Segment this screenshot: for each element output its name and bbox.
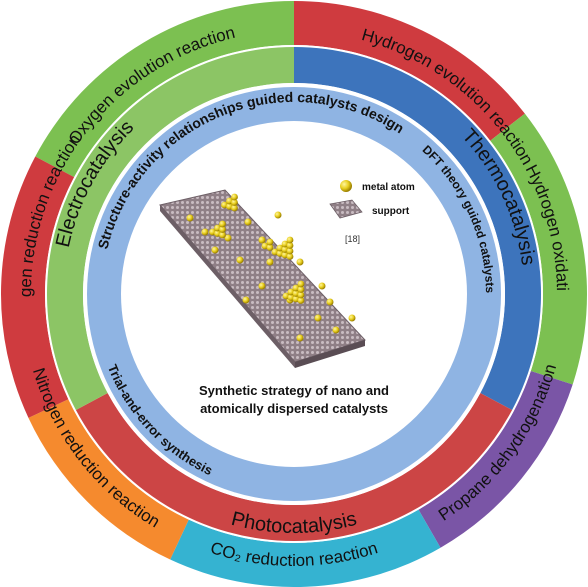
metal-cluster-atom (297, 280, 305, 288)
metal-atom (201, 228, 209, 236)
metal-cluster-atom (266, 238, 274, 246)
metal-cluster-atom (286, 236, 294, 244)
metal-atom (332, 326, 340, 334)
metal-cluster-atom (297, 286, 305, 293)
support-icon (329, 199, 363, 219)
metal-atom-icon (340, 180, 352, 192)
metal-atom (314, 314, 322, 322)
metal-atom (211, 246, 219, 254)
reference-label: [18] (345, 234, 360, 244)
metal-atom (224, 234, 232, 242)
metal-atom (348, 314, 356, 322)
metal-atom (186, 214, 194, 222)
thermocatalysis-segment (294, 47, 541, 410)
metal-atom (326, 298, 334, 306)
electrocatalysis-segment (46, 46, 295, 410)
legend-support: support (372, 206, 410, 217)
metal-atom (242, 296, 250, 304)
center-title-line1: Synthetic strategy of nano and (199, 383, 389, 398)
catalyst-illustration (159, 189, 366, 368)
metal-atoms (186, 193, 356, 342)
metal-cluster-atom (219, 220, 226, 228)
metal-cluster-atom (231, 193, 238, 201)
metal-cluster-atom (297, 291, 305, 299)
metal-atom (296, 334, 304, 342)
legend: metal atom support [18] (329, 180, 415, 244)
photocatalysis-segment (75, 393, 513, 542)
metal-cluster-atom (231, 199, 238, 206)
metal-atom (318, 282, 326, 290)
metal-atom (258, 282, 266, 290)
orr-segment (0, 156, 75, 418)
metal-cluster-atom (219, 226, 226, 233)
metal-cluster-atom (297, 297, 305, 304)
metal-atom (244, 218, 252, 226)
support-edge-front (295, 340, 365, 368)
metal-cluster-atom (286, 247, 294, 255)
support-edge (160, 205, 295, 368)
metal-cluster-atom (286, 253, 294, 260)
nrr-segment (28, 399, 189, 560)
metal-cluster-atom (266, 244, 274, 251)
pdh-segment (418, 370, 573, 548)
oer-segment (35, 1, 294, 178)
hor-segment (490, 113, 587, 385)
metal-atom (296, 258, 304, 266)
metal-cluster-atom (286, 242, 294, 249)
middle-ring (46, 46, 541, 542)
her-segment (294, 1, 525, 141)
metal-atom (236, 256, 244, 264)
metal-atom (274, 211, 282, 219)
metal-cluster-atom (219, 231, 226, 239)
legend-metal-atom: metal atom (362, 182, 415, 193)
metal-cluster-atom (231, 204, 238, 212)
co2rr-segment (170, 509, 441, 587)
center-title-line2: atomically dispersed catalysts (200, 401, 388, 416)
metal-atom (266, 258, 274, 266)
metal-atom (258, 236, 266, 244)
